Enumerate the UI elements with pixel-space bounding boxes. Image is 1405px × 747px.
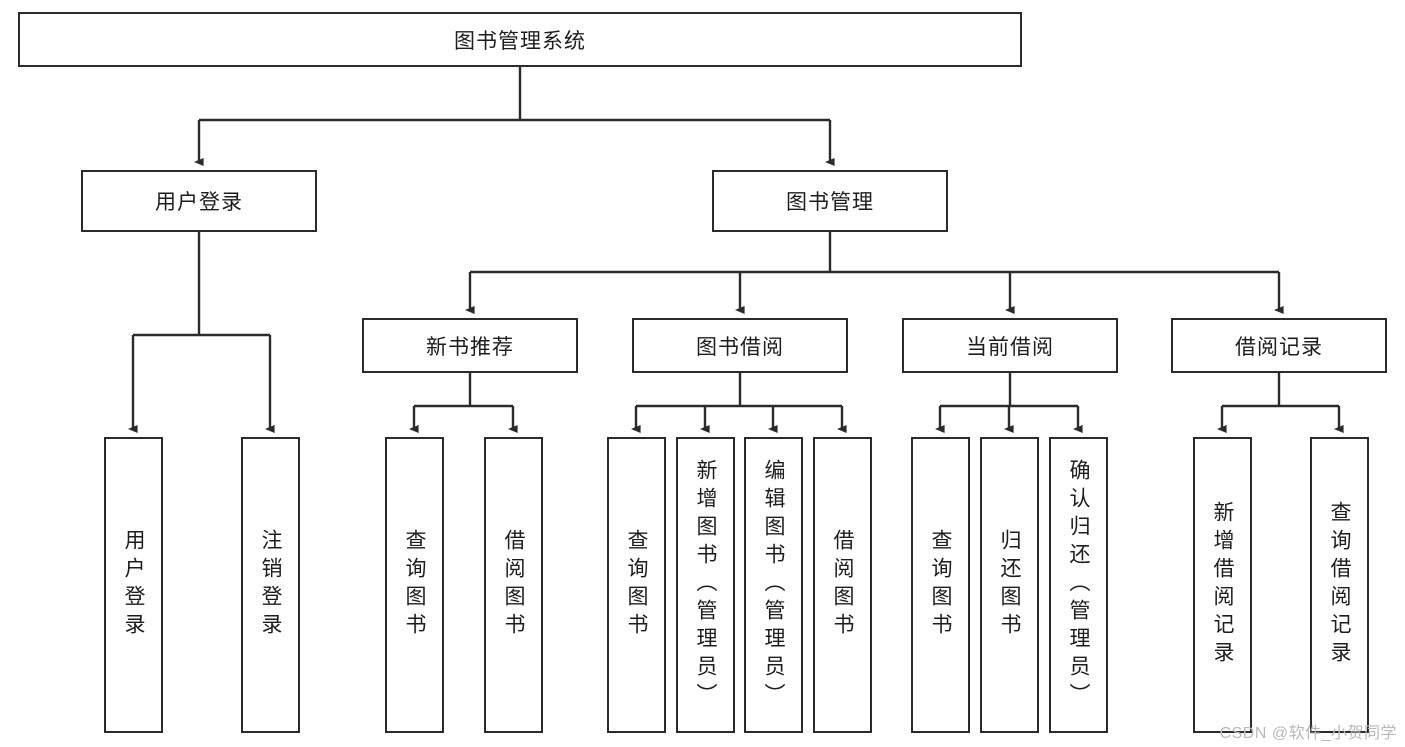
node-book-management[interactable]: 图书管理	[712, 170, 948, 232]
node-leaf-confirm-return-admin[interactable]: 确认归还（管理员）	[1049, 437, 1108, 733]
node-label: 借阅记录	[1235, 335, 1323, 359]
node-leaf-borrow-book-recommend[interactable]: 借阅图书	[484, 437, 543, 733]
node-leaf-add-borrow-record[interactable]: 新增借阅记录	[1193, 437, 1252, 733]
node-label: 查询借阅记录	[1328, 501, 1351, 669]
node-label: 图书借阅	[696, 335, 784, 359]
node-root-book-management-system[interactable]: 图书管理系统	[18, 12, 1022, 67]
node-leaf-user-login[interactable]: 用户登录	[104, 437, 163, 733]
node-book-borrow[interactable]: 图书借阅	[632, 318, 848, 373]
node-leaf-add-book-admin[interactable]: 新增图书（管理员）	[676, 437, 735, 733]
node-leaf-query-book-borrow[interactable]: 查询图书	[607, 437, 666, 733]
node-label: 新增图书（管理员）	[694, 459, 717, 711]
node-leaf-query-book-current[interactable]: 查询图书	[911, 437, 970, 733]
node-leaf-borrow-book[interactable]: 借阅图书	[813, 437, 872, 733]
node-label: 注销登录	[259, 529, 282, 641]
node-leaf-query-book-recommend[interactable]: 查询图书	[385, 437, 444, 733]
node-label: 编辑图书（管理员）	[762, 459, 785, 711]
node-new-book-recommend[interactable]: 新书推荐	[362, 318, 578, 373]
node-label: 图书管理	[786, 191, 874, 214]
node-leaf-logout[interactable]: 注销登录	[241, 437, 300, 733]
node-label: 新书推荐	[426, 335, 514, 359]
node-label: 用户登录	[155, 191, 243, 214]
node-label: 查询图书	[625, 529, 648, 641]
node-current-borrow[interactable]: 当前借阅	[902, 318, 1118, 373]
node-label: 查询图书	[403, 529, 426, 641]
node-label: 新增借阅记录	[1211, 501, 1234, 669]
node-label: 归还图书	[998, 529, 1021, 641]
node-label: 用户登录	[122, 529, 145, 641]
node-label: 图书管理系统	[454, 29, 586, 53]
node-label: 借阅图书	[831, 529, 854, 641]
node-label: 借阅图书	[502, 529, 525, 641]
node-label: 查询图书	[929, 529, 952, 641]
node-leaf-query-borrow-record[interactable]: 查询借阅记录	[1310, 437, 1369, 733]
node-label: 当前借阅	[966, 335, 1054, 359]
node-label: 确认归还（管理员）	[1067, 459, 1090, 711]
node-leaf-edit-book-admin[interactable]: 编辑图书（管理员）	[744, 437, 803, 733]
node-user-login[interactable]: 用户登录	[81, 170, 317, 232]
node-borrow-records[interactable]: 借阅记录	[1171, 318, 1387, 373]
node-leaf-return-book[interactable]: 归还图书	[980, 437, 1039, 733]
